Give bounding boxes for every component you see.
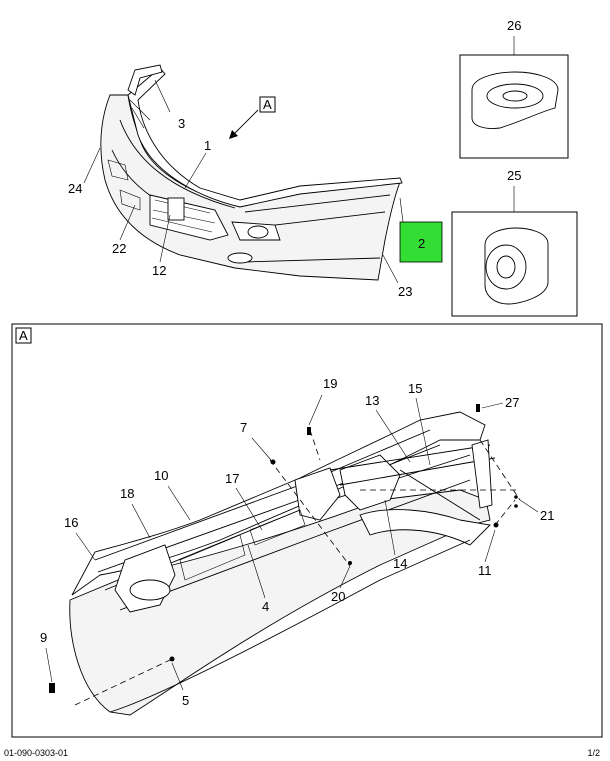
callout-25: 25	[507, 168, 521, 183]
callout-13: 13	[365, 393, 379, 408]
part-25-detail: 25	[451, 168, 578, 317]
fasteners	[49, 404, 518, 693]
part-26-detail: 26	[459, 18, 569, 159]
callout-23: 23	[398, 284, 412, 299]
callout-21: 21	[540, 508, 554, 523]
callout-12: 12	[152, 263, 166, 278]
detail-view-a-frame: A	[11, 323, 603, 738]
callout-5: 5	[182, 693, 189, 708]
callout-9: 9	[40, 630, 47, 645]
callout-2: 2	[418, 236, 425, 251]
callout-16: 16	[64, 515, 78, 530]
callout-11: 11	[478, 563, 492, 578]
callouts-top: 3 1 24 22 12 23	[68, 79, 412, 299]
assembly-dash-lines	[74, 429, 521, 706]
callout-4: 4	[262, 599, 269, 614]
callout-20: 20	[331, 589, 345, 604]
view-label-a-detail: A	[19, 328, 28, 343]
callout-7: 7	[240, 420, 247, 435]
callout-2-highlight: 2	[399, 221, 443, 263]
callout-15: 15	[408, 381, 422, 396]
sheet-number: 1/2	[587, 748, 600, 758]
callouts-detail: 19 15 13 27 7 10 17 18 21 16 14 11 4 20 …	[40, 376, 554, 708]
callout-17: 17	[225, 471, 239, 486]
callout-14: 14	[393, 556, 407, 571]
drawing-number: 01-090-0303-01	[4, 748, 69, 758]
callout-3: 3	[178, 116, 185, 131]
callout-26: 26	[507, 18, 521, 33]
callout-19: 19	[323, 376, 337, 391]
callout-27: 27	[505, 395, 519, 410]
bumper-assembly-overview	[100, 64, 403, 281]
bumper-exploded-view	[69, 411, 496, 716]
callout-22: 22	[112, 241, 126, 256]
view-label-a-top: A	[263, 97, 272, 112]
callout-18: 18	[120, 486, 134, 501]
callout-24: 24	[68, 181, 82, 196]
view-a-indicator: A	[229, 96, 276, 139]
callout-1: 1	[204, 138, 211, 153]
callout-10: 10	[154, 468, 168, 483]
